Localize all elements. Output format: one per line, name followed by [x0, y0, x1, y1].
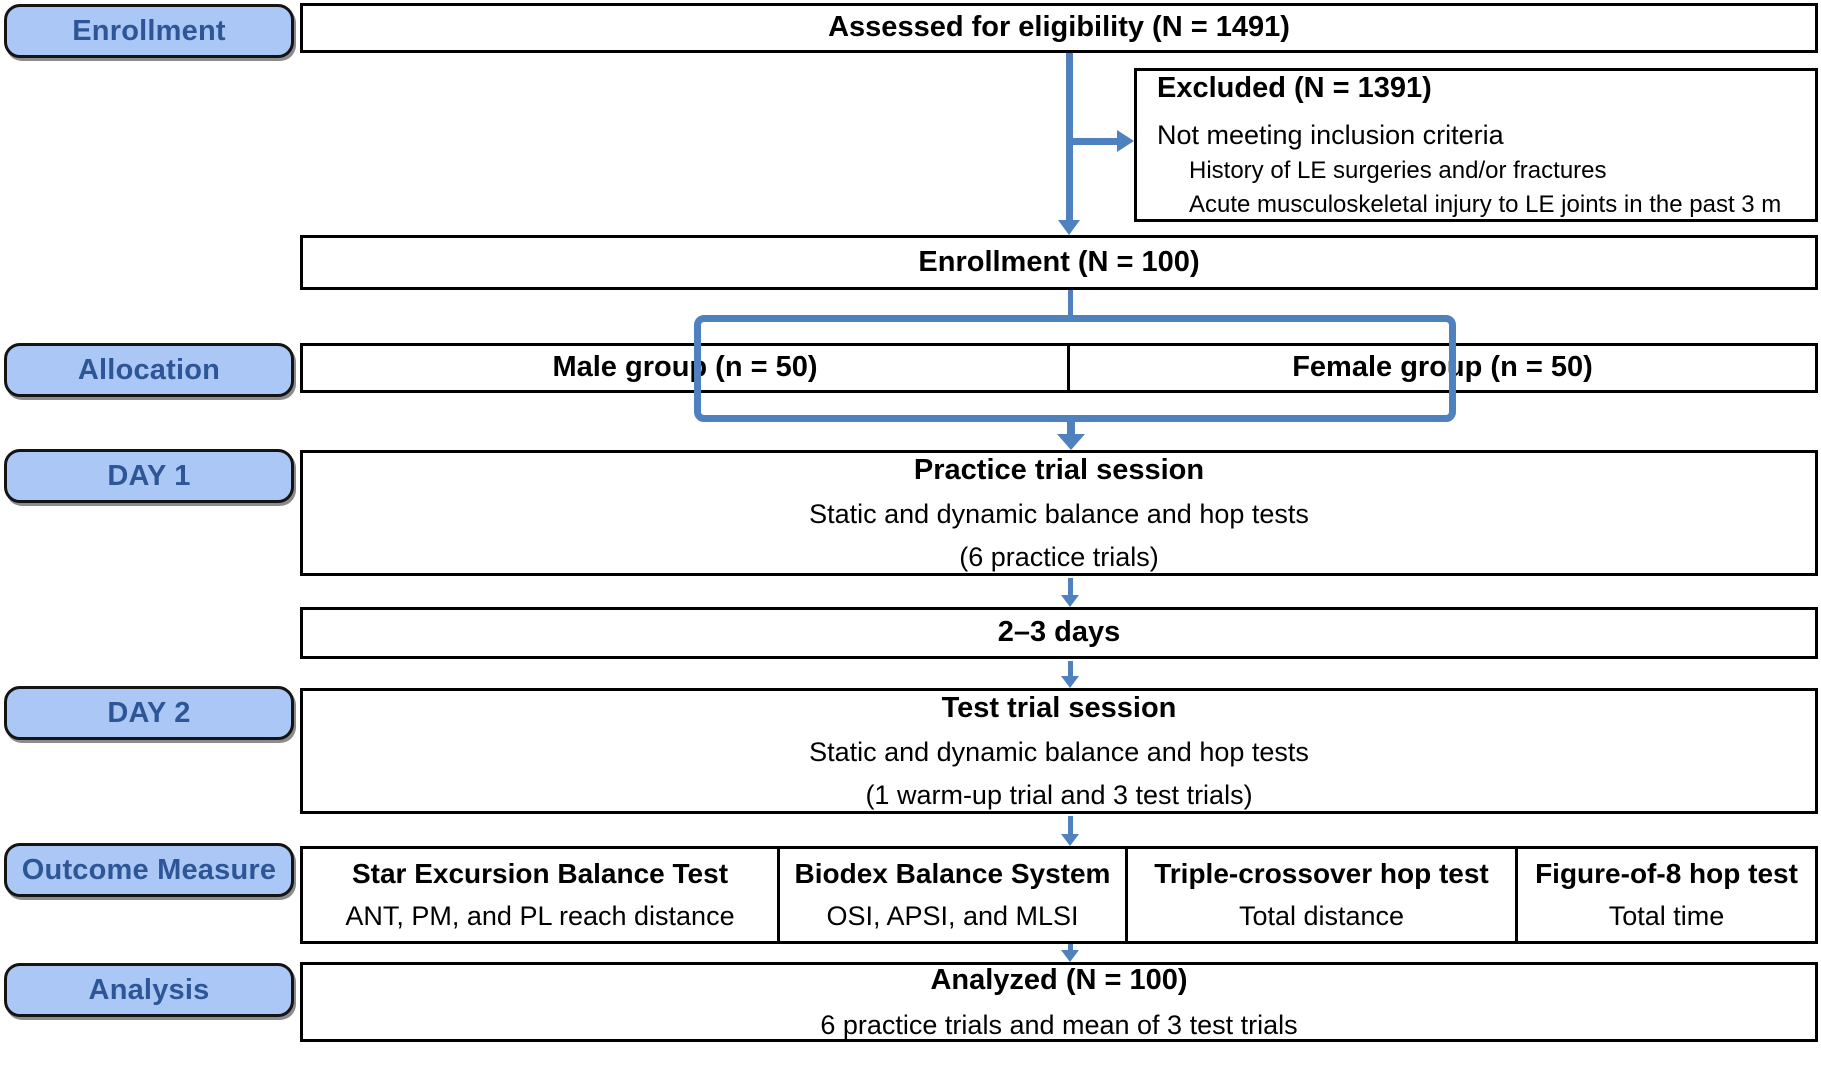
excluded-detail-2: Acute musculoskeletal injury to LE joint… — [1189, 191, 1782, 219]
female-group-cell: Female group (n = 50) — [1070, 346, 1815, 390]
arrow-bracket-to-practice — [1067, 421, 1075, 434]
outcome-title: Biodex Balance System — [794, 858, 1111, 890]
outcome-cell-figure8: Figure-of-8 hop test Total time — [1518, 849, 1815, 941]
interval-box: 2–3 days — [300, 607, 1818, 659]
analysis-line1: 6 practice trials and mean of 3 test tri… — [820, 1009, 1298, 1040]
arrow-outcome-to-analysis — [1068, 944, 1073, 950]
arrow-test-to-outcome — [1068, 816, 1073, 834]
assessed-title: Assessed for eligibility (N = 1491) — [828, 11, 1290, 44]
outcome-title: Figure-of-8 hop test — [1535, 858, 1798, 890]
female-group-label: Female group (n = 50) — [1292, 351, 1593, 384]
arrowhead-down-icon — [1061, 676, 1079, 688]
practice-line1: Static and dynamic balance and hop tests — [809, 499, 1309, 530]
outcome-measure: ANT, PM, and PL reach distance — [345, 900, 735, 931]
side-label-day1: DAY 1 — [4, 449, 294, 503]
excluded-title: Excluded (N = 1391) — [1157, 71, 1432, 104]
arrowhead-down-icon — [1057, 434, 1085, 450]
arrow-practice-to-interval — [1068, 578, 1073, 595]
side-label-analysis: Analysis — [4, 963, 294, 1017]
side-label-text: Outcome Measure — [21, 853, 277, 886]
assessed-box: Assessed for eligibility (N = 1491) — [300, 3, 1818, 53]
side-label-outcome-measure: Outcome Measure — [4, 843, 294, 897]
outcome-cell-sebt: Star Excursion Balance Test ANT, PM, and… — [303, 849, 780, 941]
male-group-label: Male group (n = 50) — [552, 351, 818, 384]
outcome-row: Star Excursion Balance Test ANT, PM, and… — [300, 846, 1818, 944]
analysis-title: Analyzed (N = 100) — [930, 964, 1188, 997]
arrowhead-down-icon — [1061, 595, 1079, 607]
excluded-reason: Not meeting inclusion criteria — [1157, 119, 1504, 150]
arrow-interval-to-test — [1068, 661, 1073, 676]
stub-enrollment-to-bracket — [1068, 290, 1073, 317]
arrowhead-down-icon — [1058, 220, 1080, 235]
enrollment-title: Enrollment (N = 100) — [918, 245, 1200, 278]
side-label-allocation: Allocation — [4, 343, 294, 397]
side-label-enrollment: Enrollment — [4, 4, 294, 58]
test-box: Test trial session Static and dynamic ba… — [300, 688, 1818, 814]
outcome-cell-triple-crossover: Triple-crossover hop test Total distance — [1128, 849, 1518, 941]
outcome-cell-biodex: Biodex Balance System OSI, APSI, and MLS… — [780, 849, 1128, 941]
arrow-assessed-to-enrollment — [1066, 53, 1073, 220]
side-label-text: Enrollment — [72, 14, 226, 47]
arrowhead-down-icon — [1061, 834, 1079, 846]
excluded-detail-1: History of LE surgeries and/or fractures — [1189, 156, 1607, 184]
side-label-text: DAY 1 — [107, 459, 191, 492]
outcome-title: Triple-crossover hop test — [1154, 858, 1489, 890]
outcome-measure: Total time — [1608, 900, 1725, 931]
arrow-to-excluded — [1070, 138, 1117, 145]
test-title: Test trial session — [941, 692, 1177, 725]
outcome-title: Star Excursion Balance Test — [351, 858, 729, 890]
practice-box: Practice trial session Static and dynami… — [300, 450, 1818, 576]
side-label-text: DAY 2 — [107, 696, 191, 729]
allocation-row: Male group (n = 50) Female group (n = 50… — [300, 343, 1818, 393]
test-line1: Static and dynamic balance and hop tests — [809, 737, 1309, 768]
arrowhead-right-icon — [1117, 130, 1134, 152]
arrowhead-down-icon — [1061, 950, 1079, 962]
practice-line2: (6 practice trials) — [959, 541, 1159, 572]
enrollment-box: Enrollment (N = 100) — [300, 235, 1818, 290]
interval-title: 2–3 days — [997, 616, 1121, 649]
male-group-cell: Male group (n = 50) — [303, 346, 1070, 390]
side-label-text: Allocation — [77, 353, 221, 386]
outcome-measure: Total distance — [1238, 900, 1405, 931]
practice-title: Practice trial session — [913, 454, 1205, 487]
side-label-day2: DAY 2 — [4, 686, 294, 740]
analysis-box: Analyzed (N = 100) 6 practice trials and… — [300, 962, 1818, 1042]
outcome-measure: OSI, APSI, and MLSI — [826, 900, 1079, 931]
side-label-text: Analysis — [88, 973, 210, 1006]
allocation-bracket — [694, 315, 1456, 422]
test-line2: (1 warm-up trial and 3 test trials) — [865, 779, 1253, 810]
excluded-box: Excluded (N = 1391) Not meeting inclusio… — [1134, 68, 1818, 222]
